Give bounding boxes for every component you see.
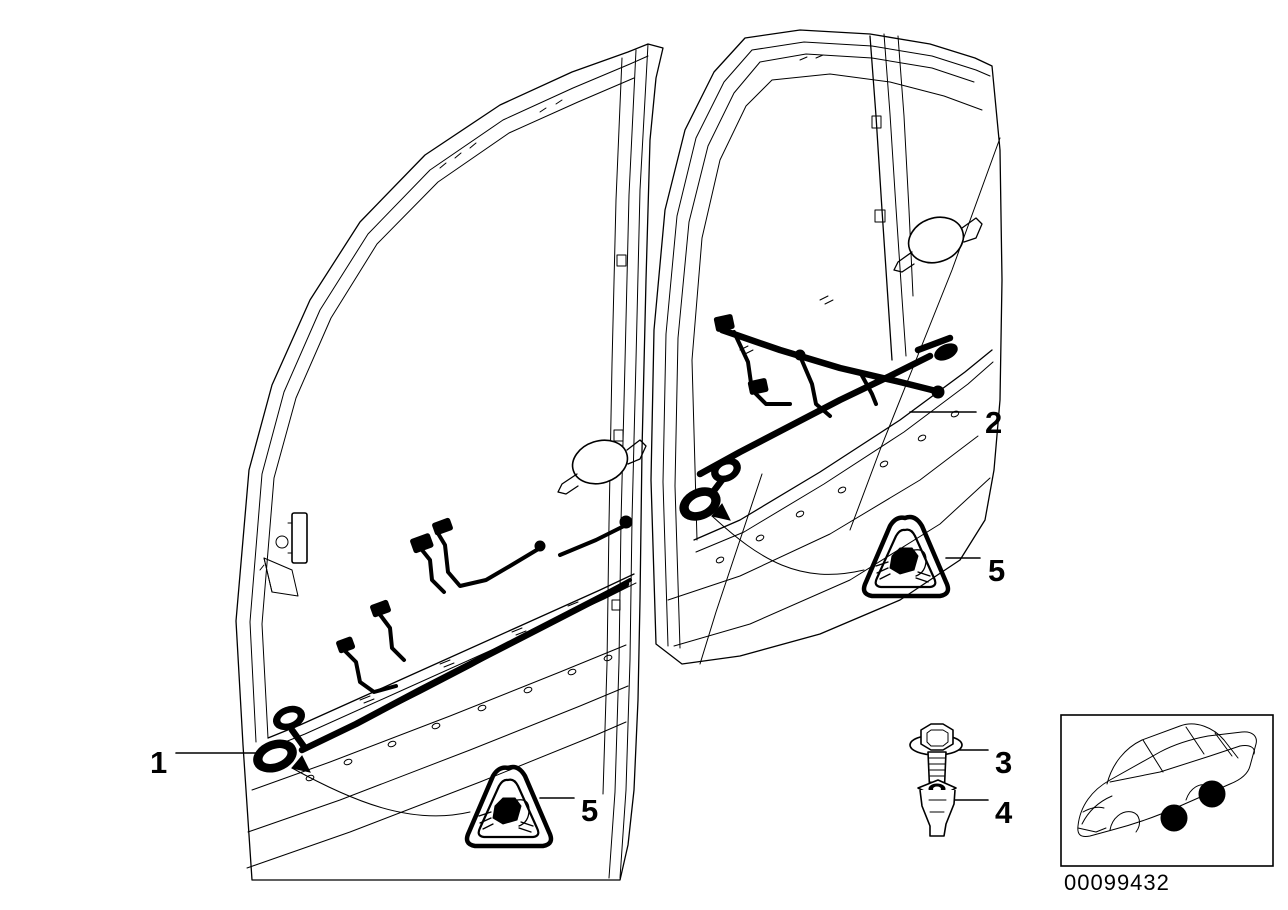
expanding-rivet <box>917 779 957 837</box>
callout-number-2: 2 <box>985 405 1002 440</box>
car-outline-icon <box>1077 723 1257 837</box>
rear-door-harness-grommet <box>679 457 741 521</box>
front-door-sill-fasteners <box>305 654 613 782</box>
front-door-hinge <box>259 512 308 597</box>
front-window-seal-marks <box>439 99 627 611</box>
callout-number-5-front: 5 <box>581 793 598 828</box>
rear-door-handle <box>893 216 983 273</box>
location-dot-rear-door <box>1198 780 1226 808</box>
rear-door-edge-leader <box>849 137 1001 531</box>
rear-door-panel <box>650 29 1003 665</box>
vehicle-location-thumbnail: 00099432 <box>1060 714 1274 895</box>
callout-number-1: 1 <box>150 745 167 780</box>
location-dot-front-door <box>1160 804 1188 832</box>
rear-door-wiring-harness <box>679 314 958 521</box>
rear-connector-symbol <box>861 514 951 599</box>
triangle-leader-rear <box>711 515 865 575</box>
callout-number-5-rear: 5 <box>988 553 1005 588</box>
connector-plug-glyph-rear <box>875 547 931 583</box>
callout-number-4: 4 <box>995 795 1013 830</box>
triangle-leader-front <box>291 767 471 817</box>
arrowhead-rear <box>711 503 731 521</box>
front-door-handle <box>557 439 647 495</box>
connector-plug-glyph-front <box>478 797 534 833</box>
leader-lines <box>175 137 1001 817</box>
front-door-harness-grommet <box>253 705 309 773</box>
front-connector-symbol <box>464 764 554 849</box>
diagram-id: 00099432 <box>1064 870 1170 895</box>
front-door-panel <box>235 43 664 881</box>
arrowhead-front <box>291 755 311 773</box>
callout-number-3: 3 <box>995 745 1012 780</box>
front-door-edge-leader <box>699 473 763 665</box>
callout-labels: 1 2 3 4 5 5 <box>150 405 1013 830</box>
rear-window-seal-marks <box>739 54 834 355</box>
rear-door-sill-fasteners <box>715 410 960 564</box>
front-door-wiring-harness <box>253 515 633 773</box>
